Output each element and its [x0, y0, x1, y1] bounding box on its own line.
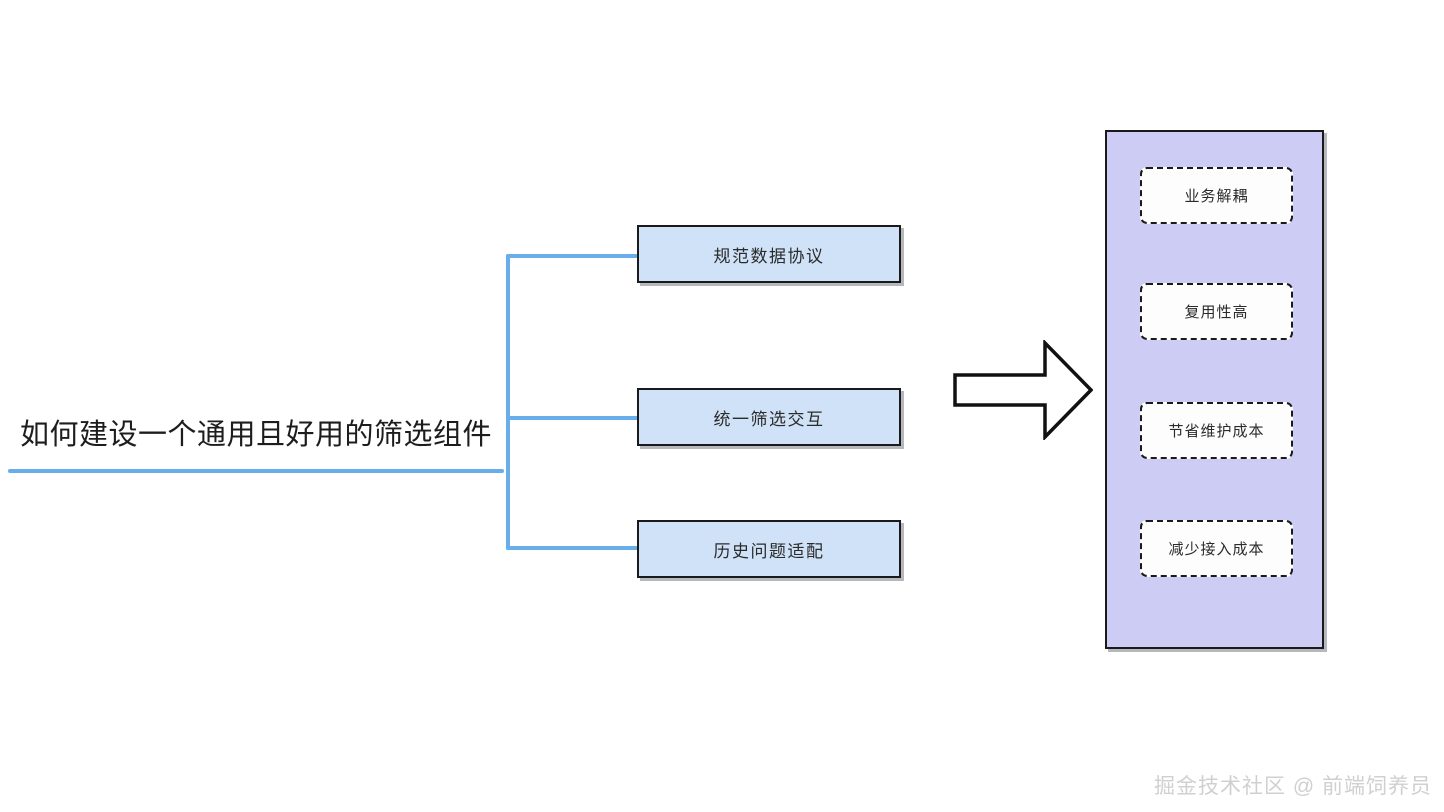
right-block-arrow-icon — [953, 338, 1094, 442]
topic-box-3[interactable]: 历史问题适配 — [637, 520, 901, 578]
connector-branch-1 — [506, 254, 640, 258]
topic-box-label: 统一筛选交互 — [713, 409, 825, 429]
topic-box-1[interactable]: 规范数据协议 — [637, 225, 901, 283]
topic-box-2[interactable]: 统一筛选交互 — [637, 388, 901, 446]
outcome-item-label: 复用性高 — [1184, 304, 1249, 321]
connector-branch-3 — [506, 546, 640, 550]
outcome-item-3[interactable]: 节省维护成本 — [1140, 402, 1293, 459]
outcome-panel: 业务解耦 复用性高 节省维护成本 减少接入成本 — [1105, 130, 1324, 649]
outcome-item-label: 业务解耦 — [1184, 188, 1249, 205]
outcome-item-label: 减少接入成本 — [1168, 541, 1265, 558]
topic-box-label: 规范数据协议 — [713, 246, 825, 266]
topic-box-label: 历史问题适配 — [713, 541, 825, 561]
root-topic[interactable]: 如何建设一个通用且好用的筛选组件 — [8, 398, 504, 472]
root-topic-underline — [8, 469, 504, 473]
outcome-item-1[interactable]: 业务解耦 — [1140, 167, 1293, 224]
outcome-item-2[interactable]: 复用性高 — [1140, 283, 1293, 340]
outcome-item-label: 节省维护成本 — [1168, 423, 1265, 440]
outcome-item-4[interactable]: 减少接入成本 — [1140, 520, 1293, 577]
watermark: 掘金技术社区 @ 前端饲养员 — [1154, 775, 1432, 798]
connector-branch-2 — [506, 416, 640, 420]
root-topic-label: 如何建设一个通用且好用的筛选组件 — [19, 418, 492, 451]
connector-trunk — [506, 254, 510, 550]
